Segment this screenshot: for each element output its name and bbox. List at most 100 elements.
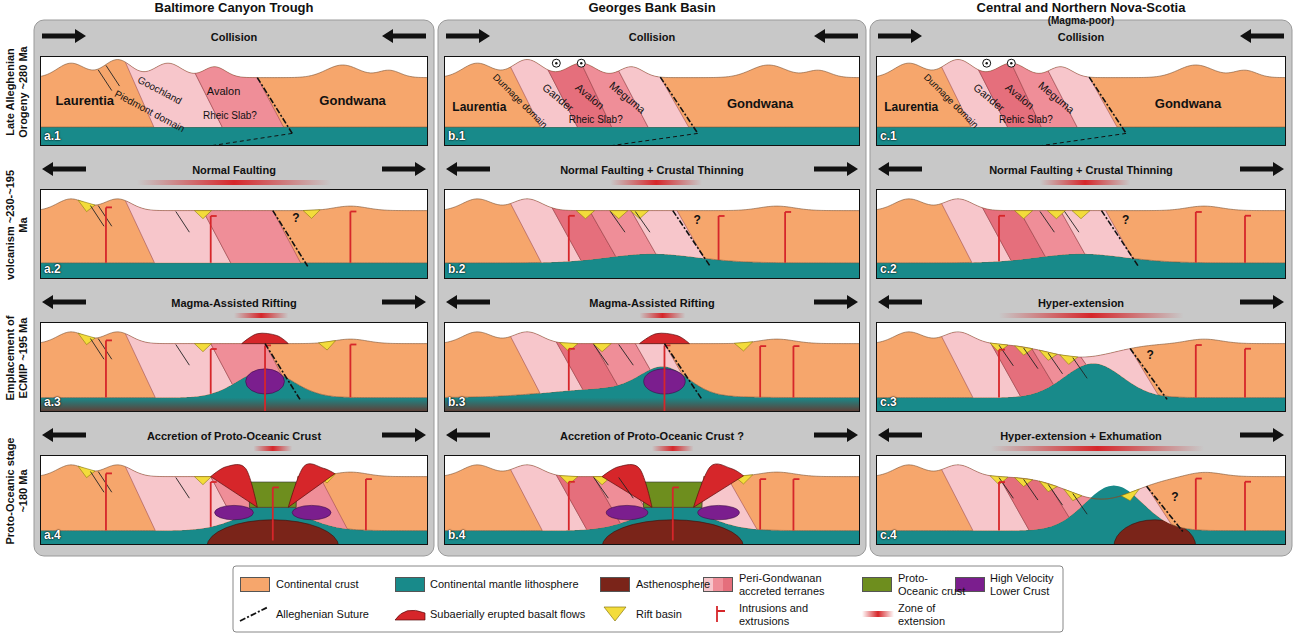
stage-title: Accretion of Proto-Oceanic Crust ? bbox=[445, 430, 859, 443]
intrusion-line bbox=[349, 212, 351, 263]
row-label: volcanism ~230-~195 Ma bbox=[1, 165, 33, 285]
hvlc-body bbox=[215, 505, 254, 519]
stage-title: Normal Faulting + Crustal Thinning bbox=[877, 164, 1285, 177]
legend-label: Continental mantle lithosphere bbox=[430, 570, 598, 599]
normal-fault bbox=[90, 206, 104, 227]
legend-swatch bbox=[395, 577, 425, 592]
panel-id: a.3 bbox=[44, 396, 61, 410]
intrusion-tick bbox=[1196, 211, 1202, 213]
normal-fault bbox=[98, 339, 112, 360]
force-arrow bbox=[814, 428, 858, 442]
intrusion-line bbox=[759, 479, 761, 529]
strike-slip-symbol bbox=[983, 59, 991, 67]
basalt-flow bbox=[211, 465, 258, 508]
stage-panel: Accretion of Proto-Oceanic Crusta.4 bbox=[40, 455, 428, 545]
alleghenian-suture bbox=[664, 344, 701, 400]
cross-section bbox=[876, 56, 1286, 146]
mantle-lithosphere bbox=[444, 127, 860, 146]
intrusion-line bbox=[210, 216, 212, 263]
force-arrow bbox=[42, 162, 86, 176]
stage-title: Hyper-extension bbox=[877, 297, 1285, 310]
stage-panel: Magma-Assisted Riftingb.3 bbox=[444, 322, 860, 412]
force-arrow bbox=[878, 162, 922, 176]
cross-section bbox=[444, 189, 860, 279]
force-arrow bbox=[1240, 29, 1284, 43]
basalt-sample bbox=[395, 610, 425, 620]
terrane-band bbox=[203, 211, 312, 279]
mantle-lithosphere bbox=[40, 263, 428, 279]
intrusion-tick bbox=[350, 344, 356, 346]
terranes bbox=[942, 465, 1188, 545]
stage-title: Hyper-extension + Exhumation bbox=[877, 430, 1285, 443]
alleghenian-suture bbox=[273, 211, 308, 267]
mantle-lithosphere bbox=[876, 127, 1286, 146]
zone-sample bbox=[862, 611, 894, 617]
intrusion-tick bbox=[793, 345, 799, 347]
stage-title: Normal Faulting + Crustal Thinning bbox=[445, 164, 859, 177]
row-label: Proto-Oceanic stage ~180 Ma bbox=[1, 431, 33, 551]
normal-fault bbox=[1024, 348, 1038, 369]
force-arrow bbox=[1240, 162, 1284, 176]
intrusion-sample bbox=[717, 606, 725, 622]
panel-id: c.1 bbox=[880, 130, 897, 144]
normal-fault bbox=[98, 472, 112, 493]
normal-fault bbox=[90, 339, 104, 360]
legend-label: Zone of extension bbox=[898, 600, 968, 629]
stage-panel: Magma-Assisted Riftinga.3 bbox=[40, 322, 428, 412]
rift-basin bbox=[78, 200, 95, 211]
panel-id: b.1 bbox=[448, 130, 465, 144]
rift-basin bbox=[194, 477, 211, 485]
force-arrow bbox=[446, 29, 490, 43]
rift-basin bbox=[576, 211, 594, 219]
terrane-band bbox=[631, 211, 718, 279]
unit-label: ? bbox=[1147, 349, 1154, 363]
terrane-band bbox=[1081, 349, 1171, 412]
unit-label: Rheic Slab? bbox=[569, 114, 623, 126]
normal-fault bbox=[594, 477, 609, 498]
row-label: Late Alleghenian Orogeny ~280 Ma bbox=[1, 32, 33, 152]
rift-basin bbox=[319, 341, 336, 350]
rift-basin bbox=[303, 210, 320, 219]
strike-slip-symbol bbox=[552, 59, 560, 67]
basalt-flow bbox=[242, 333, 289, 343]
force-arrow bbox=[382, 428, 426, 442]
force-arrow bbox=[382, 162, 426, 176]
stage-title: Magma-Assisted Rifting bbox=[445, 297, 859, 310]
stage-panel: Collisionb.1 bbox=[444, 56, 860, 146]
normal-fault bbox=[1024, 479, 1038, 500]
intrusion-tick bbox=[1196, 344, 1202, 346]
extension-zone-bar bbox=[253, 446, 292, 451]
intrusion-line bbox=[365, 479, 367, 530]
stage-panel: Accretion of Proto-Oceanic Crust ?b.4 bbox=[444, 455, 860, 545]
intrusion-line bbox=[105, 207, 107, 262]
intrusion-line bbox=[998, 216, 1000, 261]
rift-basin bbox=[734, 342, 752, 351]
intrusion-tick bbox=[569, 348, 575, 350]
intrusion-tick bbox=[569, 481, 575, 483]
intrusion-tick bbox=[211, 215, 217, 217]
intrusion-line bbox=[105, 340, 107, 397]
force-arrow bbox=[382, 295, 426, 309]
panel-id: b.3 bbox=[448, 396, 465, 410]
terranes bbox=[511, 199, 719, 279]
intrusion-line bbox=[1244, 349, 1246, 398]
normal-fault bbox=[635, 212, 650, 233]
terrane-band bbox=[1097, 486, 1187, 545]
alleghenian-suture bbox=[1147, 486, 1184, 532]
normal-fault bbox=[619, 345, 634, 366]
legend-swatch-part bbox=[723, 578, 732, 591]
unit-label: Rehic Slab? bbox=[999, 114, 1053, 126]
unit-label: ? bbox=[1122, 214, 1129, 228]
intrusion-tick bbox=[211, 348, 217, 350]
alleghenian-suture bbox=[1089, 77, 1126, 133]
normal-fault bbox=[176, 477, 190, 498]
legend-swatch bbox=[240, 577, 270, 592]
section-column: Collisiona.1Normal Faultinga.2Magma-Assi… bbox=[34, 0, 434, 556]
column-heading: Georges Bank Basin bbox=[438, 1, 866, 16]
terranes bbox=[942, 332, 1172, 412]
continental-crust bbox=[40, 60, 428, 128]
legend-label: Intrusions and extrusions bbox=[739, 600, 857, 629]
intrusion-tick bbox=[999, 481, 1005, 483]
normal-fault bbox=[90, 472, 104, 493]
